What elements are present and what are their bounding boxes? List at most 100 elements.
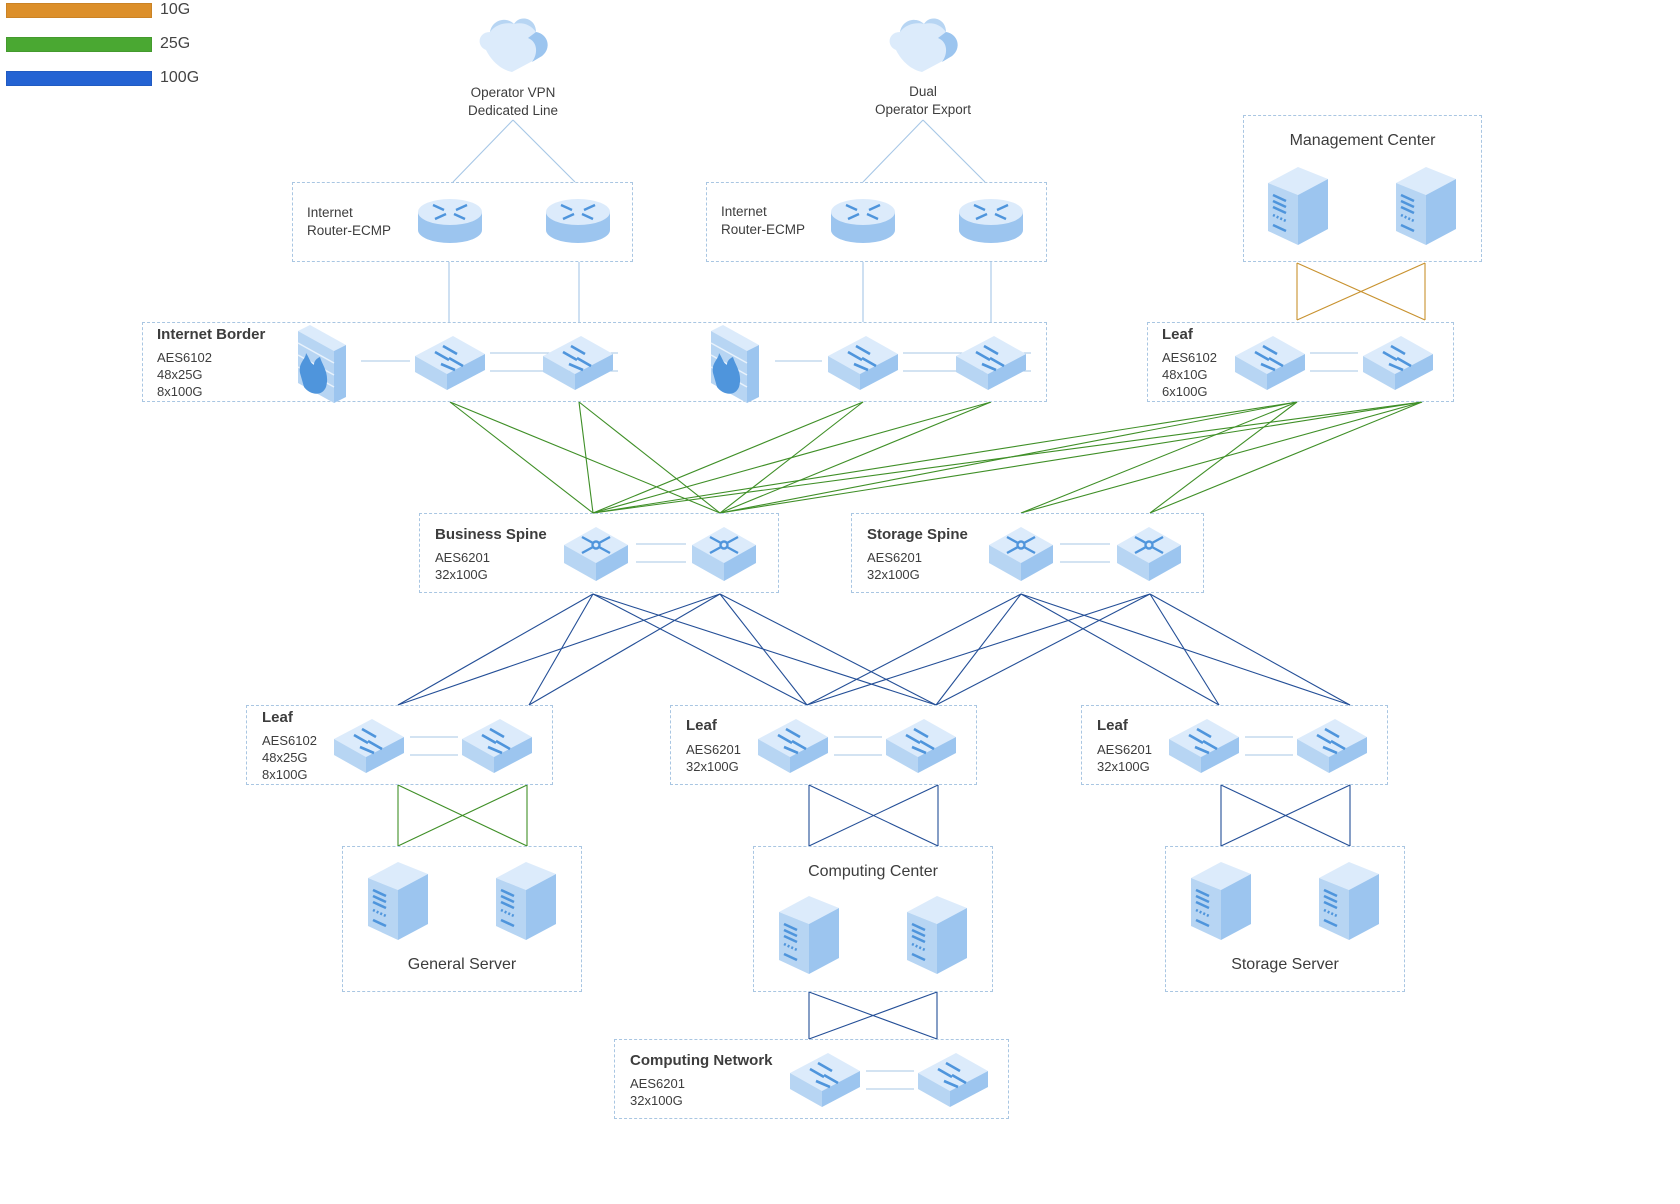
link-100g <box>1220 784 1351 847</box>
leaf-computing-group <box>670 705 977 785</box>
link-100g <box>1149 593 1351 706</box>
storage-spine-group <box>851 513 1204 593</box>
link-25g <box>578 401 721 514</box>
firewall-icon[interactable] <box>709 325 761 403</box>
leaf-general-group <box>246 705 553 785</box>
switch-icon[interactable] <box>1233 332 1307 392</box>
spine-switch-icon[interactable] <box>987 525 1055 581</box>
link-100g <box>592 593 808 706</box>
cloud-icon[interactable] <box>472 10 554 78</box>
leaf-general-spec: AES6102 48x25G 8x100G <box>262 733 317 782</box>
spine-switch-icon[interactable] <box>690 525 758 581</box>
link-25g <box>592 401 864 514</box>
general-server-group <box>342 846 582 992</box>
cloud-label-dual-operator: Dual Operator Export <box>874 84 972 117</box>
router-group-label: Internet Router-ECMP <box>307 205 392 238</box>
switch-icon[interactable] <box>884 715 958 775</box>
server-icon[interactable] <box>777 894 841 976</box>
server-icon[interactable] <box>494 860 558 942</box>
router-icon[interactable] <box>544 194 612 246</box>
switch-icon[interactable] <box>826 332 900 392</box>
server-icon[interactable] <box>905 894 969 976</box>
switch-icon[interactable] <box>954 332 1028 392</box>
router-group-label: Internet Router-ECMP <box>721 204 806 237</box>
link-100g <box>1149 593 1220 706</box>
switch-icon[interactable] <box>541 332 615 392</box>
link-100g <box>528 593 594 706</box>
switch-icon[interactable] <box>756 715 830 775</box>
business-spine-group <box>419 513 779 593</box>
link-25g <box>1020 401 1298 514</box>
switch-icon[interactable] <box>332 715 406 775</box>
router-icon[interactable] <box>416 194 484 246</box>
link-25g <box>592 401 1298 514</box>
link-100g <box>808 991 938 1040</box>
server-icon[interactable] <box>1189 860 1253 942</box>
switch-icon[interactable] <box>916 1049 990 1109</box>
leaf-computing-spec: AES6201 32x100G <box>686 742 741 774</box>
cloud-icon[interactable] <box>882 10 964 78</box>
link-100g <box>397 593 721 706</box>
link-100g <box>808 784 939 847</box>
spine-switch-icon[interactable] <box>1115 525 1183 581</box>
link-100g <box>719 593 808 706</box>
cloud-link <box>452 119 514 183</box>
server-icon[interactable] <box>1394 165 1458 247</box>
link-10g <box>1296 262 1426 321</box>
general-server-title: General Server <box>407 956 517 973</box>
link-100g <box>592 593 937 706</box>
legend-item-10g: 10G <box>6 0 190 25</box>
cloud-link <box>922 119 986 183</box>
link-100g <box>1020 593 1351 706</box>
internet-border-group <box>142 322 1047 402</box>
switch-icon[interactable] <box>413 332 487 392</box>
leaf-general-title: Leaf <box>262 709 293 726</box>
legend-swatch-10g <box>6 2 152 18</box>
link-25g <box>578 401 594 514</box>
link-25g <box>1149 401 1423 514</box>
leaf-computing-title: Leaf <box>686 717 717 734</box>
legend-label-10g: 10G <box>160 1 191 18</box>
switch-icon[interactable] <box>1167 715 1241 775</box>
storage-spine-spec: AES6201 32x100G <box>867 550 922 582</box>
legend-item-100g: 100G <box>6 63 199 93</box>
business-spine-title: Business Spine <box>435 526 547 543</box>
server-icon[interactable] <box>1317 860 1381 942</box>
switch-icon[interactable] <box>1295 715 1369 775</box>
router-icon[interactable] <box>829 194 897 246</box>
link-100g <box>806 593 1022 706</box>
leaf-storage-group <box>1081 705 1388 785</box>
legend-item-25g: 25G <box>6 29 190 59</box>
server-icon[interactable] <box>1266 165 1330 247</box>
switch-icon[interactable] <box>460 715 534 775</box>
router-group-2 <box>706 182 1047 262</box>
router-icon[interactable] <box>957 194 1025 246</box>
internet-border-title: Internet Border <box>157 326 266 343</box>
link-25g <box>719 401 992 514</box>
storage-server-title: Storage Server <box>1231 956 1339 973</box>
management-leaf-spec: AES6102 48x10G 6x100G <box>1162 350 1217 399</box>
firewall-icon[interactable] <box>296 325 348 403</box>
cloud-link <box>862 119 924 183</box>
legend-label-100g: 100G <box>160 69 200 86</box>
internet-border-spec: AES6102 48x25G 8x100G <box>157 350 212 399</box>
link-25g <box>592 401 1423 514</box>
management-center-title: Management Center <box>1289 132 1436 149</box>
computing-center-group <box>753 846 993 992</box>
server-icon[interactable] <box>366 860 430 942</box>
management-leaf-title: Leaf <box>1162 326 1193 343</box>
computing-network-spec: AES6201 32x100G <box>630 1076 685 1108</box>
legend-swatch-25g <box>6 36 152 52</box>
spine-switch-icon[interactable] <box>562 525 630 581</box>
switch-icon[interactable] <box>1361 332 1435 392</box>
link-25g <box>1020 401 1423 514</box>
switch-icon[interactable] <box>788 1049 862 1109</box>
leaf-storage-spec: AES6201 32x100G <box>1097 742 1152 774</box>
link-25g <box>592 401 992 514</box>
router-group-1 <box>292 182 633 262</box>
link-100g <box>1020 593 1220 706</box>
cloud-link <box>512 119 576 183</box>
storage-spine-title: Storage Spine <box>867 526 968 543</box>
legend-label-25g: 25G <box>160 35 191 52</box>
business-spine-spec: AES6201 32x100G <box>435 550 490 582</box>
